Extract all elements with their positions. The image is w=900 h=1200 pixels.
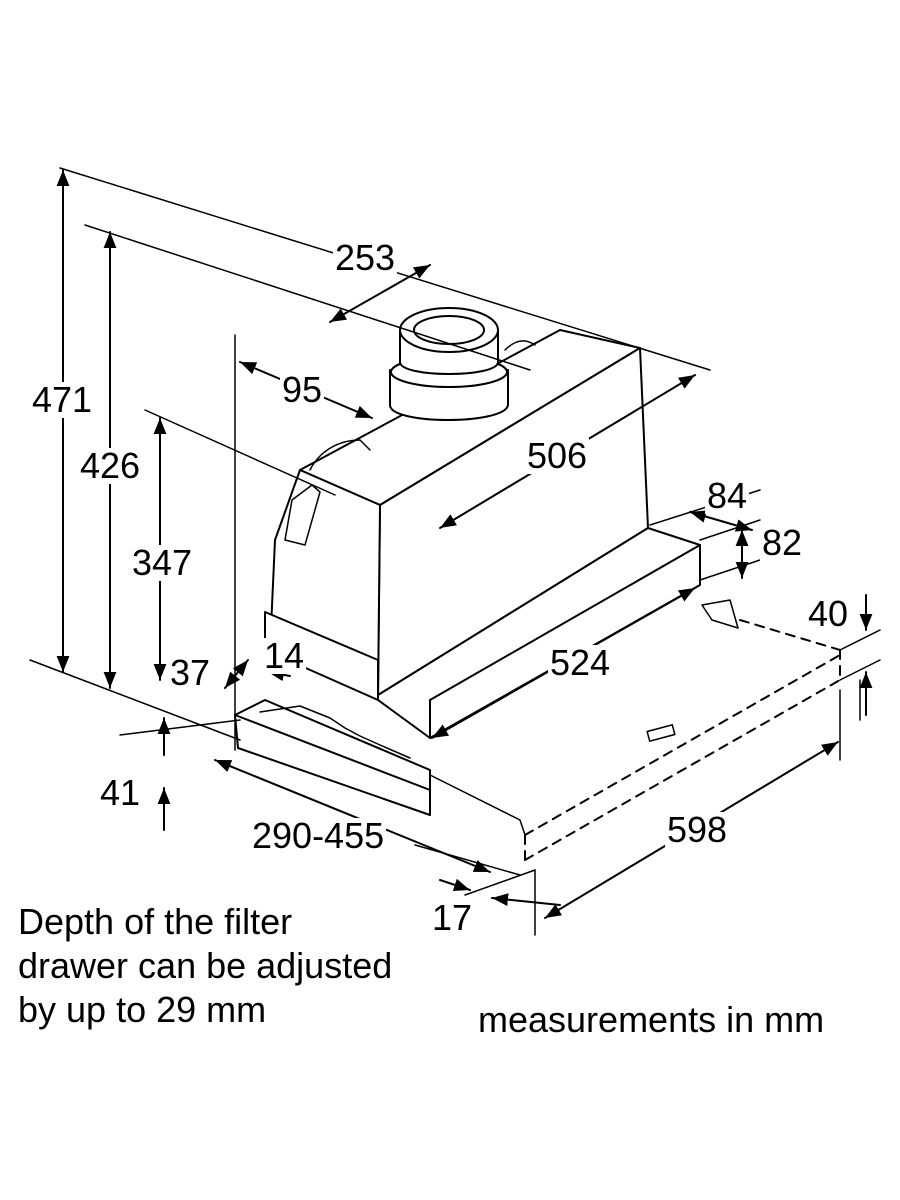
units-note: measurements in mm [478,999,825,1040]
dimension-37: 37 [168,652,213,693]
dimension-body-width: 506 [525,435,590,476]
dimension-84: 84 [705,475,750,516]
dimension-drawer-depth: 290-455 [250,815,387,856]
extension-lines [29,167,881,936]
dimension-total-width: 598 [665,809,730,850]
dimension-panel-height: 40 [806,593,851,634]
dimension-height-426: 426 [78,445,143,486]
dimension-drawer-width: 524 [548,642,613,683]
dimension-height-347: 347 [130,542,195,583]
dimension-total-height: 471 [30,379,95,420]
dimension-14: 14 [262,635,307,676]
dimension-17: 17 [430,897,475,938]
dimension-41: 41 [98,772,143,813]
dimension-82: 82 [760,522,805,563]
filter-drawer-note: Depth of the filter drawer can be adjust… [18,901,393,1030]
dimension-duct-offset: 95 [280,369,325,410]
dimension-duct-diameter: 253 [333,237,398,278]
